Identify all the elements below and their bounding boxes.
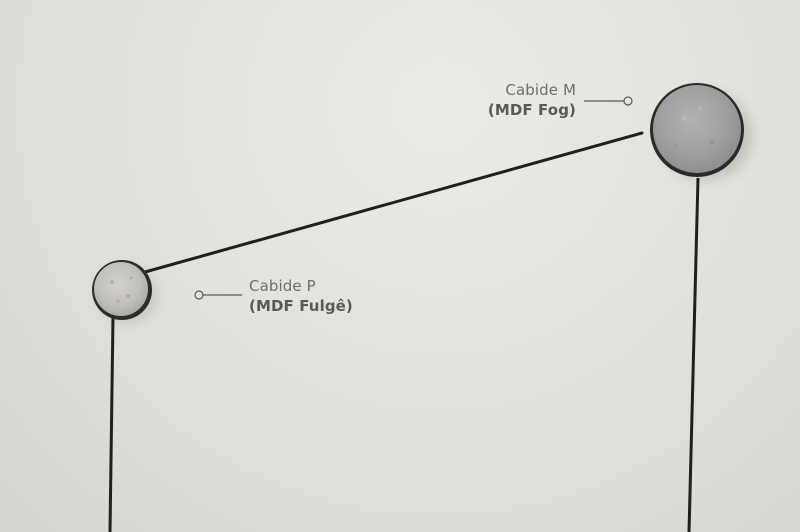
hanger-m-disc bbox=[650, 83, 744, 177]
cord-right-vertical bbox=[687, 177, 700, 532]
hanger-p-disc bbox=[92, 260, 152, 320]
callout-label-hanger-p: Cabide P (MDF Fulgê) bbox=[249, 276, 389, 316]
cord-diagonal bbox=[143, 131, 644, 274]
callout-leader-p bbox=[194, 290, 242, 300]
hanger-m-material: (MDF Fog) bbox=[487, 101, 576, 119]
hanger-p-name: Cabide P bbox=[249, 277, 316, 295]
callout-leader-m bbox=[584, 96, 633, 106]
callout-label-hanger-m: Cabide M (MDF Fog) bbox=[470, 80, 576, 120]
cord-left-vertical bbox=[108, 316, 115, 532]
hanger-m-name: Cabide M bbox=[505, 81, 576, 99]
hanger-p-material: (MDF Fulgê) bbox=[249, 297, 353, 315]
